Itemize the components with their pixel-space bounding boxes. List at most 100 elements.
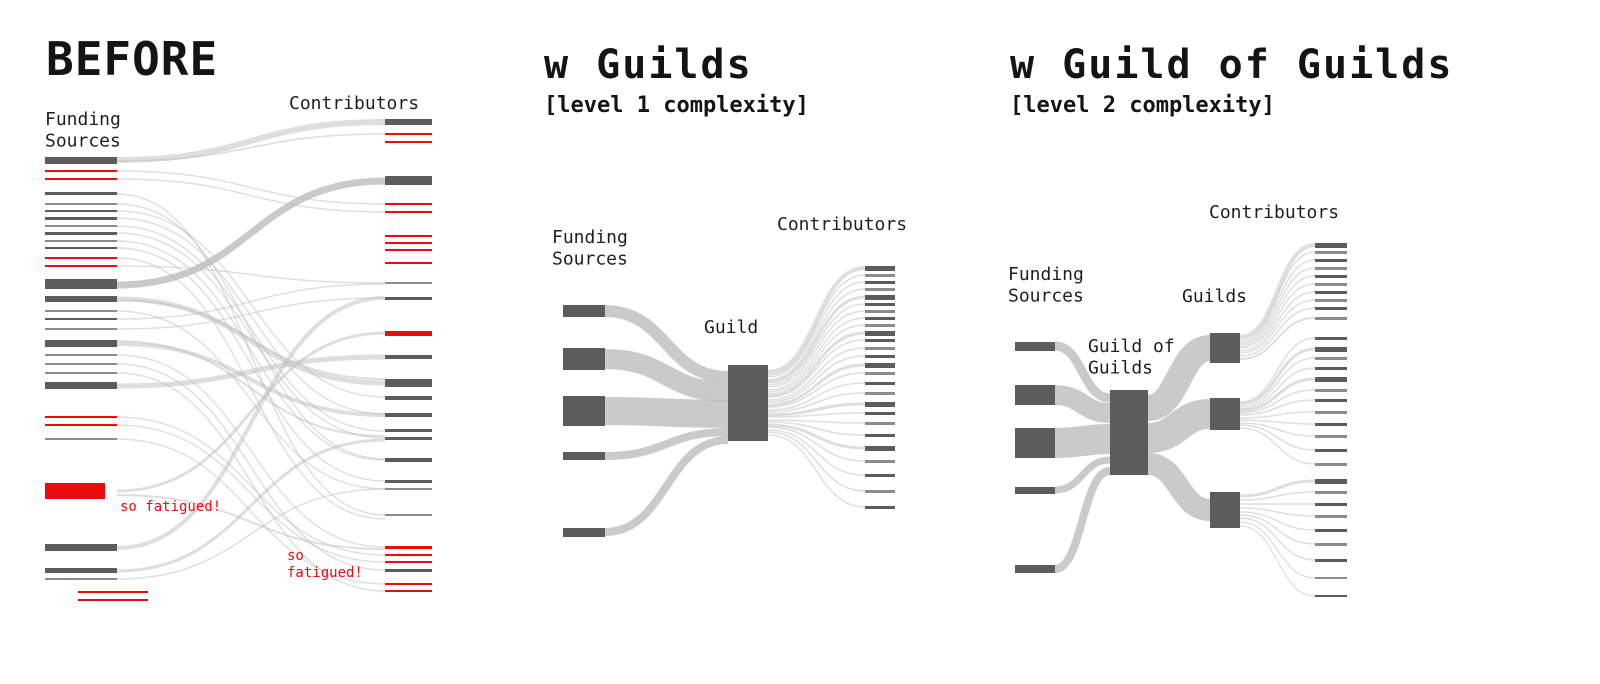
sankey-link xyxy=(767,274,866,376)
sankey-node xyxy=(865,281,895,284)
sankey-link xyxy=(767,295,866,384)
sankey-node xyxy=(865,363,895,368)
guilds-label: Guilds xyxy=(1182,286,1247,307)
sankey-node xyxy=(1015,342,1055,351)
sankey-node xyxy=(45,340,117,347)
sankey-link xyxy=(116,488,386,580)
sankey-link xyxy=(767,419,866,424)
panel-with-guild-of-guilds-subtitle: [level 2 complexity] xyxy=(1010,93,1275,118)
sankey-node xyxy=(385,396,432,400)
panel-with-guild-of-guilds-title: w Guild of Guilds xyxy=(1010,42,1454,88)
sankey-node xyxy=(45,192,117,195)
sankey-node xyxy=(1315,243,1347,248)
sankey-node xyxy=(45,310,117,312)
sankey-node xyxy=(45,225,117,227)
sankey-link xyxy=(1239,511,1316,531)
sankey-link xyxy=(767,324,866,393)
sankey-link xyxy=(767,281,866,378)
sankey-node xyxy=(385,554,432,556)
sankey-node xyxy=(1315,347,1347,352)
sankey-node xyxy=(385,413,432,417)
sankey-link xyxy=(1239,521,1316,579)
sankey-node xyxy=(1315,515,1347,518)
sankey-node xyxy=(865,490,895,493)
sankey-node xyxy=(385,249,432,251)
sankey-link xyxy=(116,133,386,162)
sankey-link xyxy=(116,283,386,320)
sankey-node xyxy=(45,157,117,164)
sankey-link xyxy=(767,266,866,374)
sankey-node xyxy=(385,242,432,244)
sankey-node xyxy=(1315,275,1347,278)
sankey-node xyxy=(45,296,117,302)
sankey-link xyxy=(604,436,729,536)
sankey-link xyxy=(116,297,386,330)
sankey-link xyxy=(1054,341,1111,403)
sankey-link xyxy=(1239,283,1316,349)
sankey-link xyxy=(1239,525,1316,597)
sankey-node xyxy=(385,141,432,143)
sankey-link xyxy=(1239,347,1316,406)
sankey-link xyxy=(116,119,386,163)
sankey-link xyxy=(604,349,729,402)
sankey-node xyxy=(45,424,117,426)
sankey-node xyxy=(865,295,895,300)
sankey-node xyxy=(1015,487,1055,494)
sankey-link xyxy=(767,434,866,508)
sankey-link xyxy=(1054,385,1111,423)
sankey-node xyxy=(1315,423,1347,426)
panel-before-title: BEFORE xyxy=(46,32,219,86)
sankey-node xyxy=(45,483,105,499)
sankey-link xyxy=(767,382,866,411)
sankey-node xyxy=(385,355,432,359)
sankey-link xyxy=(1146,453,1212,521)
sankey-node xyxy=(1210,398,1240,430)
sankey-node xyxy=(45,354,117,356)
sankey-node xyxy=(1315,463,1347,466)
sankey-node xyxy=(385,583,432,585)
sankey-node xyxy=(1210,333,1240,363)
sankey-link xyxy=(767,363,866,407)
sankey-node xyxy=(385,561,432,563)
sankey-link xyxy=(767,303,866,386)
sankey-link xyxy=(767,421,866,436)
sankey-node xyxy=(865,402,895,407)
sankey-link xyxy=(116,232,386,439)
sankey-link xyxy=(1054,456,1111,494)
sankey-node xyxy=(563,305,605,317)
sankey-node xyxy=(45,203,117,205)
sankey-node xyxy=(45,178,117,180)
sankey-link xyxy=(1239,377,1316,413)
guild-label: Guild xyxy=(704,317,758,338)
sankey-node xyxy=(385,297,432,300)
sankey-link xyxy=(1145,335,1213,421)
sankey-node xyxy=(385,480,432,483)
sankey-node xyxy=(1315,389,1347,392)
sankey-node xyxy=(1315,543,1347,546)
sankey-link xyxy=(1053,467,1112,573)
sankey-link xyxy=(116,342,386,417)
sankey-link xyxy=(116,177,386,289)
sankey-node xyxy=(865,266,895,271)
sankey-link xyxy=(767,372,866,408)
sankey-node xyxy=(385,514,432,516)
sankey-link xyxy=(604,428,729,460)
sankey-link xyxy=(116,225,386,432)
sankey-node xyxy=(385,458,432,462)
sankey-node xyxy=(728,365,768,441)
sankey-node xyxy=(1015,565,1055,573)
sankey-node xyxy=(1315,317,1347,320)
sankey-link xyxy=(116,372,386,592)
sankey-node xyxy=(865,310,895,313)
sankey-node xyxy=(385,379,432,387)
sankey-node xyxy=(45,382,117,389)
sankey-node xyxy=(385,569,432,572)
sankey-node xyxy=(865,434,895,437)
sankey-link xyxy=(116,424,386,563)
sankey-link xyxy=(767,317,866,391)
sankey-node xyxy=(1015,428,1055,458)
sankey-link xyxy=(1054,424,1111,458)
